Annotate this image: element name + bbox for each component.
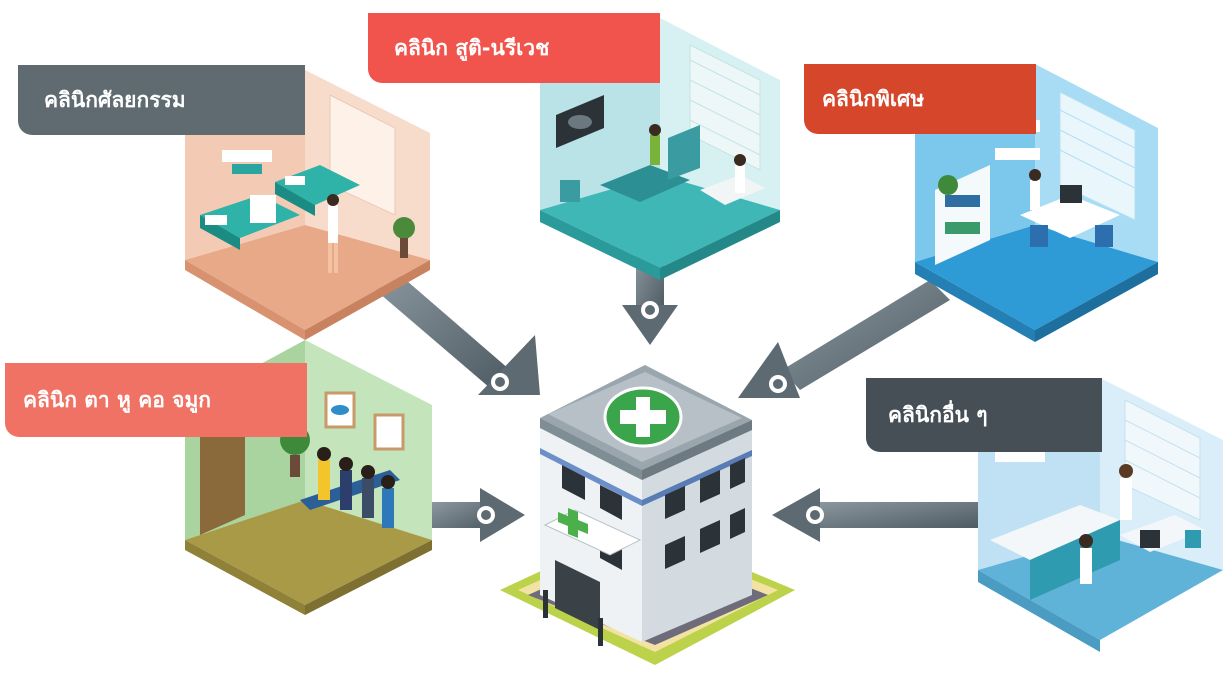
clinic-label-ent-text: คลินิก ตา หู คอ จมูก (23, 387, 212, 412)
clinic-label-special: คลินิกพิเศษ (804, 64, 1036, 134)
clinic-label-obgyn: คลินิก สูติ-นรีเวช (368, 13, 660, 83)
clinic-label-other-text: คลินิกอื่น ๆ (888, 402, 988, 427)
medical-cross-icon (603, 386, 683, 448)
clinic-label-surgery-text: คลินิกศัลยกรรม (44, 87, 186, 112)
clinic-label-other: คลินิกอื่น ๆ (866, 378, 1102, 452)
hospital-building (500, 365, 795, 665)
arrow-other-to-hospital (772, 488, 978, 542)
clinic-label-surgery: คลินิกศัลยกรรม (18, 65, 305, 135)
room-other (978, 378, 1223, 652)
room-obgyn (540, 18, 780, 280)
clinic-label-obgyn-text: คลินิก สูติ-นรีเวช (394, 35, 550, 60)
arrow-ent-to-hospital (432, 488, 525, 542)
arrow-obgyn-to-hospital (622, 250, 678, 345)
arrow-special-to-hospital (738, 280, 950, 398)
facade-cross-icon (558, 508, 588, 538)
arrow-surgery-to-hospital (372, 268, 540, 395)
clinic-label-ent: คลินิก ตา หู คอ จมูก (5, 363, 307, 437)
clinic-label-special-text: คลินิกพิเศษ (822, 86, 925, 111)
